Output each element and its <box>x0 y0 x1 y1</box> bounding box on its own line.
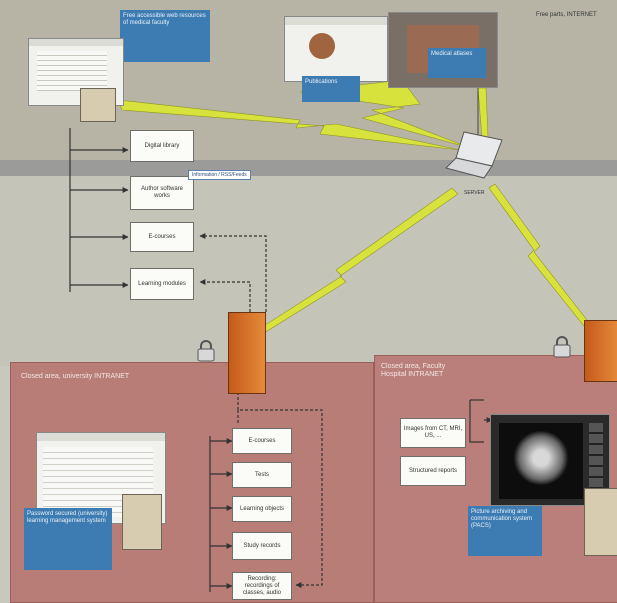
corner-label: Free parts, INTERNET <box>536 12 597 18</box>
box-structured-reports: Structured reports <box>400 456 466 486</box>
firewall-icon <box>228 312 266 394</box>
box-images: Images from CT, MRI, US, ... <box>400 418 466 448</box>
box-digital-library: Digital library <box>130 130 194 162</box>
zone-title: Closed area, Faculty Hospital INTRANET <box>381 363 446 378</box>
caption-pacs: Picture archiving and communication syst… <box>468 506 542 556</box>
box-author-software: Author software works <box>130 176 194 210</box>
publications-screenshot <box>284 16 388 82</box>
box-learning-modules: Learning modules <box>130 268 194 300</box>
lock-icon <box>196 340 216 362</box>
caption-publications: Publications <box>302 76 360 102</box>
box-learning-objects: Learning objects <box>232 496 292 522</box>
firewall-icon <box>584 320 617 382</box>
middle-area <box>0 176 617 366</box>
laptop-icon <box>444 130 508 182</box>
server-label: SERVER <box>464 190 485 196</box>
zone-title: Closed area, university INTRANET <box>21 373 130 380</box>
tooltip: Information / RSS/Feeds <box>188 170 251 180</box>
caption-lms: Password secured (university) learning m… <box>24 508 112 570</box>
pacs-screenshot <box>490 414 610 506</box>
caption-atlases: Medical atlases <box>428 48 486 78</box>
lock-icon <box>552 336 572 358</box>
box-tests: Tests <box>232 462 292 488</box>
cubes-icon <box>80 88 116 122</box>
box-lms-e-courses: E-courses <box>232 428 292 454</box>
box-study-records: Study records <box>232 532 292 560</box>
box-e-courses: E-courses <box>130 222 194 252</box>
caption-web-resources: Free accessible web resources of medical… <box>120 10 210 62</box>
cubes-icon <box>584 488 617 556</box>
cubes-icon <box>122 494 162 550</box>
box-recording: Recording: recordings of classes, audio <box>232 572 292 600</box>
